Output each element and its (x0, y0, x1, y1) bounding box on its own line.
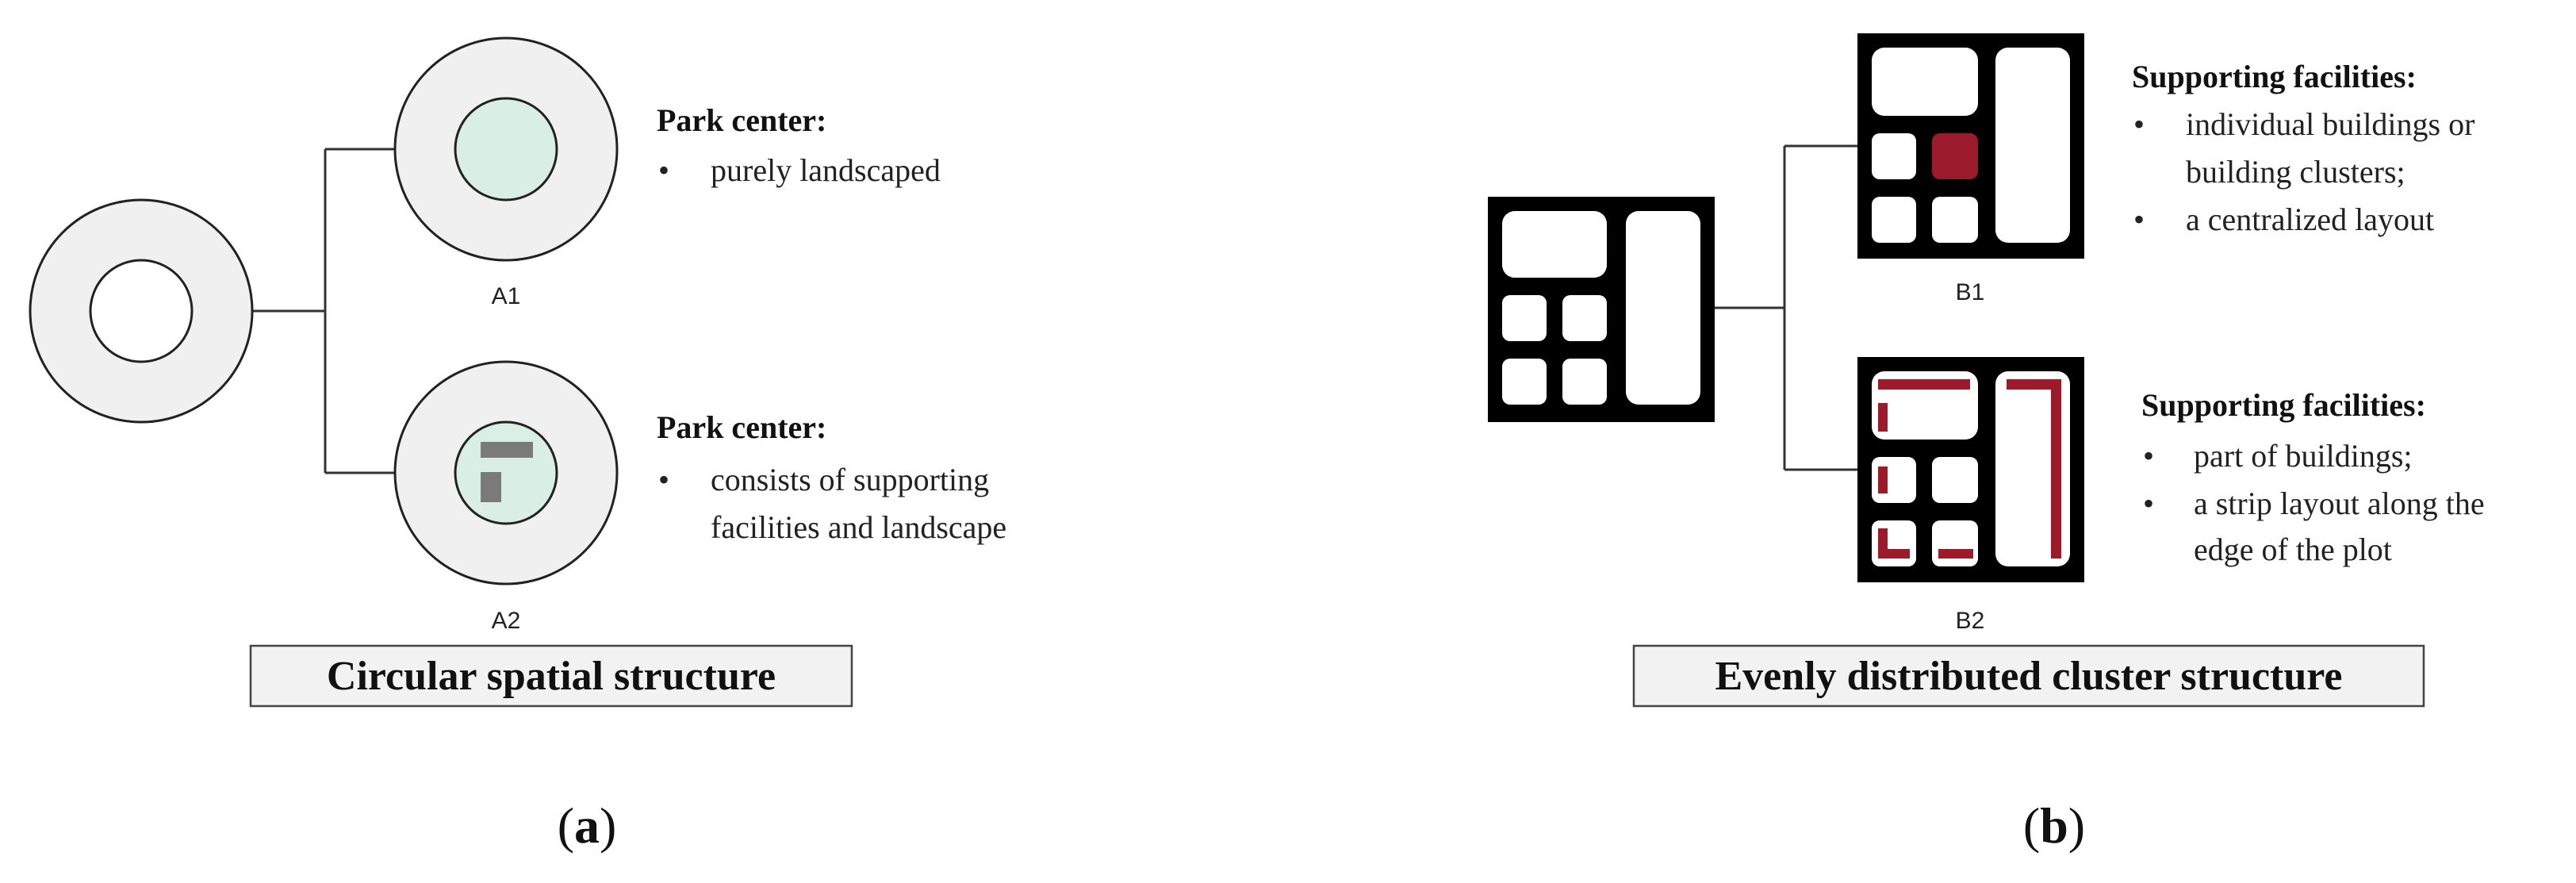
b2-bullet-2-line-1: a strip layout along the (2194, 486, 2485, 521)
a2-facility-vertical (481, 472, 501, 502)
node-label-b2: B2 (1956, 608, 1985, 634)
b2-strip-facility (2051, 379, 2061, 559)
a2-center (454, 420, 558, 525)
a1-bullet-1: purely landscaped (711, 152, 941, 188)
b1-block-tall (1995, 48, 2070, 243)
panel-a-title-text: Circular spatial structure (327, 654, 776, 699)
b2-strip-facility (1938, 549, 1973, 559)
bullet-icon: • (2143, 486, 2154, 521)
bullet-icon: • (2143, 438, 2154, 474)
b2-strip-facility (1878, 379, 1970, 390)
panel-a-label-close: ) (600, 797, 616, 854)
panel-b: B1 B2 Supporting facilities: • i (1488, 33, 2485, 854)
root-block-small (1502, 359, 1547, 405)
a1-landscaped-center (454, 97, 558, 202)
node-label-a2: A2 (492, 608, 521, 634)
b2-strip-facility (1878, 403, 1888, 432)
panel-b-label-letter: b (2040, 797, 2068, 854)
root-block-small (1502, 295, 1547, 341)
a2-bullet-1-line-2: facilities and landscape (711, 509, 1006, 545)
panel-b-label-close: ) (2068, 797, 2085, 854)
b1-central-facility (1932, 133, 1978, 179)
a2-heading: Park center: (657, 409, 826, 445)
b1-bullet-2: a centralized layout (2186, 202, 2434, 237)
b2-heading: Supporting facilities: (2141, 387, 2426, 423)
a2-description: Park center: • consists of supporting fa… (657, 409, 1006, 545)
root-block-large (1502, 211, 1607, 278)
b2-block-small (1932, 457, 1978, 503)
b1-description: Supporting facilities: • individual buil… (2132, 59, 2474, 237)
root-block-small (1562, 359, 1607, 405)
panel-a-title-box (249, 644, 853, 708)
b1-block-small (1872, 133, 1916, 179)
panel-b-label: (b) (2023, 797, 2085, 854)
b1-block-small (1872, 197, 1916, 243)
bullet-icon: • (658, 462, 669, 497)
panel-a-label-open: ( (558, 797, 574, 854)
root-center (89, 259, 194, 363)
root-cluster-plot (1488, 197, 1715, 422)
a2-bullet-1-line-1: consists of supporting (711, 462, 989, 497)
b1-bullet-1-line-1: individual buildings or (2186, 106, 2474, 142)
panel-b-title-box (1632, 644, 2425, 708)
b2-bullet-2-line-2: edge of the plot (2194, 532, 2392, 567)
b2-strip-facility (2007, 379, 2060, 390)
b1-block-small (1932, 197, 1978, 243)
b1-block-large (1872, 48, 1978, 116)
panel-b-title-text: Evenly distributed cluster structure (1715, 654, 2342, 699)
a1-description: Park center: • purely landscaped (657, 102, 941, 188)
b2-strip-facility (1878, 549, 1910, 559)
a2-facility-horizontal (481, 442, 533, 458)
panel-b-label-open: ( (2023, 797, 2040, 854)
node-a1: A1 (393, 36, 619, 309)
panel-a-label-letter: a (574, 797, 600, 854)
b1-bullet-1-line-2: building clusters; (2186, 154, 2405, 190)
a1-heading: Park center: (657, 102, 826, 138)
b2-block-small (1932, 520, 1978, 566)
root-circle-node (29, 198, 254, 424)
panel-a: A1 A2 Park center: • purely landscaped P… (29, 36, 1006, 854)
root-block-tall (1626, 211, 1700, 405)
node-a2: A2 (393, 360, 619, 634)
node-b1: B1 (1857, 33, 2084, 305)
panel-b-connectors (1715, 144, 1859, 471)
b2-description: Supporting facilities: • part of buildin… (2141, 387, 2485, 567)
bullet-icon: • (2133, 106, 2145, 142)
bullet-icon: • (658, 152, 669, 188)
panel-b-title: Evenly distributed cluster structure (1632, 644, 2425, 708)
panel-a-label: (a) (558, 797, 617, 854)
b2-bullet-1: part of buildings; (2194, 438, 2413, 474)
node-b2: B2 (1857, 357, 2084, 634)
panel-a-connectors (252, 148, 395, 474)
b2-strip-facility (1878, 466, 1888, 493)
b1-heading: Supporting facilities: (2132, 59, 2417, 94)
bullet-icon: • (2133, 202, 2145, 237)
node-label-a1: A1 (492, 283, 521, 309)
panel-a-title: Circular spatial structure (249, 644, 853, 708)
root-block-small (1562, 295, 1607, 341)
node-label-b1: B1 (1956, 279, 1985, 305)
